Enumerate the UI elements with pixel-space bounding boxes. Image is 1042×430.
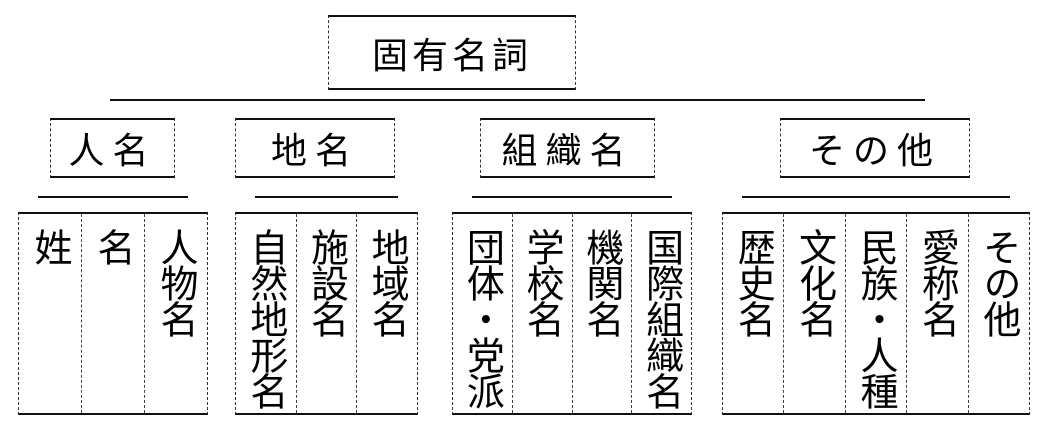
category-bracket-line: [742, 196, 1010, 198]
subcategory-cell: 名: [81, 214, 144, 413]
subcategory-label: 機関名: [579, 228, 624, 336]
subcategory-label: 民族・人種: [854, 228, 899, 408]
subcategory-label: その他: [976, 228, 1021, 336]
category-bracket-line: [472, 196, 672, 198]
subcategory-label: 歴史名: [731, 228, 776, 336]
subcategory-label: 愛称名: [915, 228, 960, 336]
category-node-organization: 組織名: [480, 118, 655, 178]
root-bracket-line: [110, 99, 925, 101]
category-bracket-line: [38, 196, 188, 198]
subcategory-cell: 機関名: [571, 214, 632, 413]
subcategory-group-place: 自然地形名施設名地域名: [235, 212, 418, 415]
subcategory-label: 自然地形名: [243, 228, 288, 408]
subcategory-label: 団体・党派: [460, 228, 505, 408]
subcategory-group-person: 姓名人物名: [18, 212, 208, 415]
subcategory-cell: その他: [967, 214, 1029, 413]
subcategory-label: 人物名: [154, 228, 198, 336]
subcategory-label: 施設名: [304, 228, 349, 336]
subcategory-group-organization: 団体・党派学校名機関名国際組織名: [452, 212, 692, 415]
category-node-person: 人名: [50, 118, 175, 178]
subcategory-cell: 自然地形名: [236, 214, 296, 413]
subcategory-cell: 歴史名: [723, 214, 783, 413]
subcategory-cell: 人物名: [144, 214, 207, 413]
subcategory-label: 学校名: [520, 228, 565, 336]
category-node-other: その他: [780, 118, 970, 178]
subcategory-cell: 地域名: [356, 214, 417, 413]
subcategory-cell: 団体・党派: [453, 214, 512, 413]
subcategory-label: 文化名: [792, 228, 837, 336]
subcategory-group-other: 歴史名文化名民族・人種愛称名その他: [722, 212, 1030, 415]
root-node: 固有名詞: [328, 15, 576, 90]
subcategory-cell: 姓: [19, 214, 81, 413]
subcategory-cell: 学校名: [511, 214, 572, 413]
subcategory-label: 国際組織名: [639, 228, 684, 408]
subcategory-cell: 国際組織名: [631, 214, 691, 413]
category-node-place: 地名: [235, 118, 395, 178]
subcategory-cell: 施設名: [295, 214, 357, 413]
subcategory-label: 名: [91, 228, 135, 264]
subcategory-cell: 民族・人種: [844, 214, 906, 413]
category-bracket-line: [255, 196, 398, 198]
subcategory-label: 地域名: [365, 228, 410, 336]
subcategory-label: 姓: [28, 228, 72, 264]
subcategory-cell: 文化名: [783, 214, 844, 413]
subcategory-cell: 愛称名: [906, 214, 967, 413]
